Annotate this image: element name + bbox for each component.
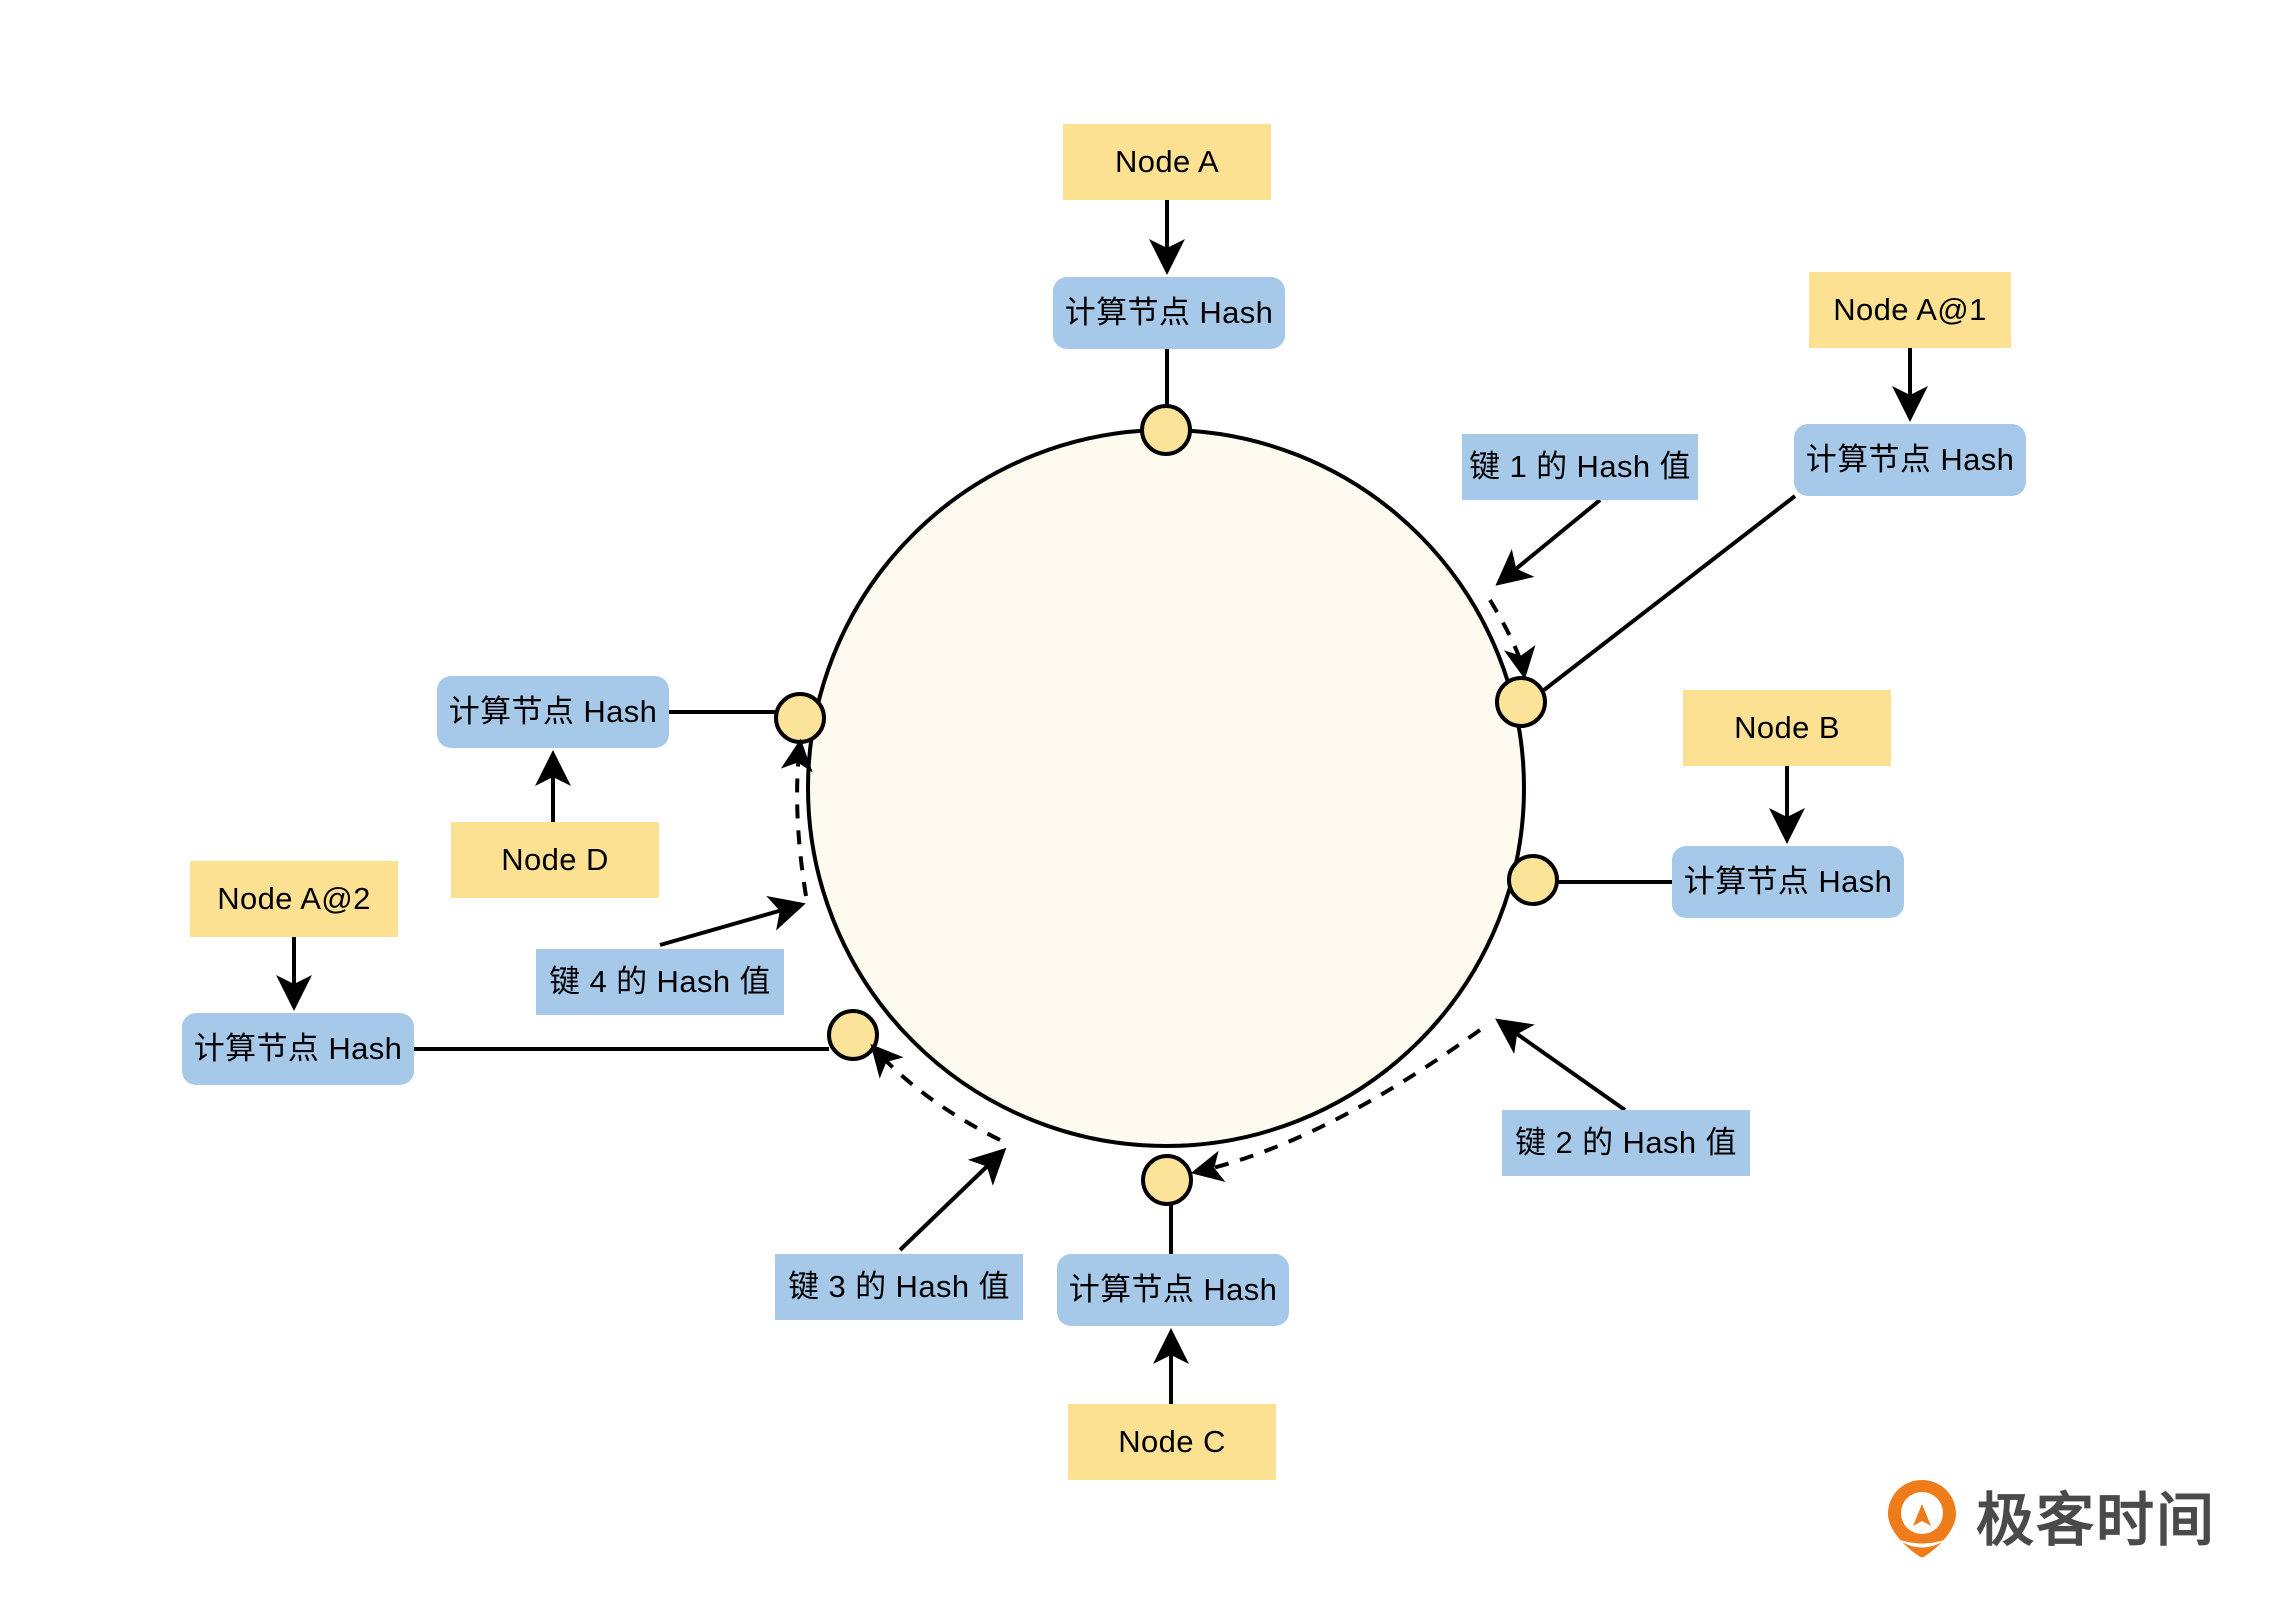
- box-node-a2-label: Node A@2: [217, 880, 371, 916]
- connector-key4-to-ring: [659, 895, 806, 947]
- dashed-arc-key3: [870, 1044, 1001, 1142]
- box-node-b-label: Node B: [1734, 709, 1840, 745]
- box-node-a-label: Node A: [1114, 143, 1220, 179]
- box-node-a[interactable]: Node A: [1063, 124, 1271, 200]
- ring-node-c[interactable]: [1141, 1154, 1193, 1206]
- box-hash-node-a[interactable]: 计算节点 Hash: [1053, 277, 1285, 349]
- box-hash-node-b-label: 计算节点 Hash: [1683, 863, 1893, 899]
- ring-node-b[interactable]: [1507, 854, 1559, 906]
- box-key4-hash-label: 键 4 的 Hash 值: [549, 963, 771, 999]
- connector-key1-to-ring: [1495, 498, 1602, 586]
- box-node-a2[interactable]: Node A@2: [190, 861, 398, 937]
- connector-key3-to-ring: [898, 1147, 1007, 1252]
- box-hash-node-a1-label: 计算节点 Hash: [1805, 441, 2015, 477]
- box-hash-node-a1[interactable]: 计算节点 Hash: [1794, 424, 2026, 496]
- box-node-d-label: Node D: [501, 841, 609, 877]
- box-hash-node-b[interactable]: 计算节点 Hash: [1672, 846, 1904, 918]
- box-hash-node-a2[interactable]: 计算节点 Hash: [182, 1013, 414, 1085]
- ring-node-a2[interactable]: [827, 1009, 879, 1061]
- box-key2-hash[interactable]: 键 2 的 Hash 值: [1502, 1110, 1750, 1176]
- hash-ring-circle: [806, 428, 1526, 1148]
- watermark-logo: 极客时间: [1886, 1478, 2216, 1563]
- box-key1-hash[interactable]: 键 1 的 Hash 值: [1462, 434, 1698, 500]
- box-key3-hash[interactable]: 键 3 的 Hash 值: [775, 1254, 1023, 1320]
- box-hash-node-a-label: 计算节点 Hash: [1064, 294, 1274, 330]
- geektime-pin-icon: [1886, 1478, 1958, 1563]
- box-key4-hash[interactable]: 键 4 的 Hash 值: [536, 949, 784, 1015]
- box-key1-hash-label: 键 1 的 Hash 值: [1469, 448, 1691, 484]
- box-node-a1[interactable]: Node A@1: [1809, 272, 2011, 348]
- box-node-c[interactable]: Node C: [1068, 1404, 1276, 1480]
- box-node-c-label: Node C: [1118, 1423, 1226, 1459]
- box-node-d[interactable]: Node D: [451, 822, 659, 898]
- ring-node-a[interactable]: [1140, 404, 1192, 456]
- box-hash-node-d-label: 计算节点 Hash: [448, 693, 658, 729]
- ring-node-d[interactable]: [774, 692, 826, 744]
- box-node-a1-label: Node A@1: [1833, 291, 1987, 327]
- watermark-text: 极客时间: [1976, 1487, 2217, 1553]
- box-key3-hash-label: 键 3 的 Hash 值: [788, 1268, 1010, 1304]
- box-hash-node-c[interactable]: 计算节点 Hash: [1057, 1254, 1289, 1326]
- box-key2-hash-label: 键 2 的 Hash 值: [1515, 1124, 1737, 1160]
- box-hash-node-c-label: 计算节点 Hash: [1068, 1271, 1278, 1307]
- dashed-arc-key1: [1488, 598, 1536, 680]
- box-hash-node-d[interactable]: 计算节点 Hash: [437, 676, 669, 748]
- box-hash-node-a2-label: 计算节点 Hash: [193, 1030, 403, 1066]
- connector-key2-to-ring: [1495, 1018, 1627, 1112]
- box-node-b[interactable]: Node B: [1683, 690, 1891, 766]
- ring-node-a1[interactable]: [1495, 676, 1547, 728]
- dashed-arc-key4: [780, 738, 813, 897]
- connector-hash-a1-to-ring: [1542, 494, 1797, 692]
